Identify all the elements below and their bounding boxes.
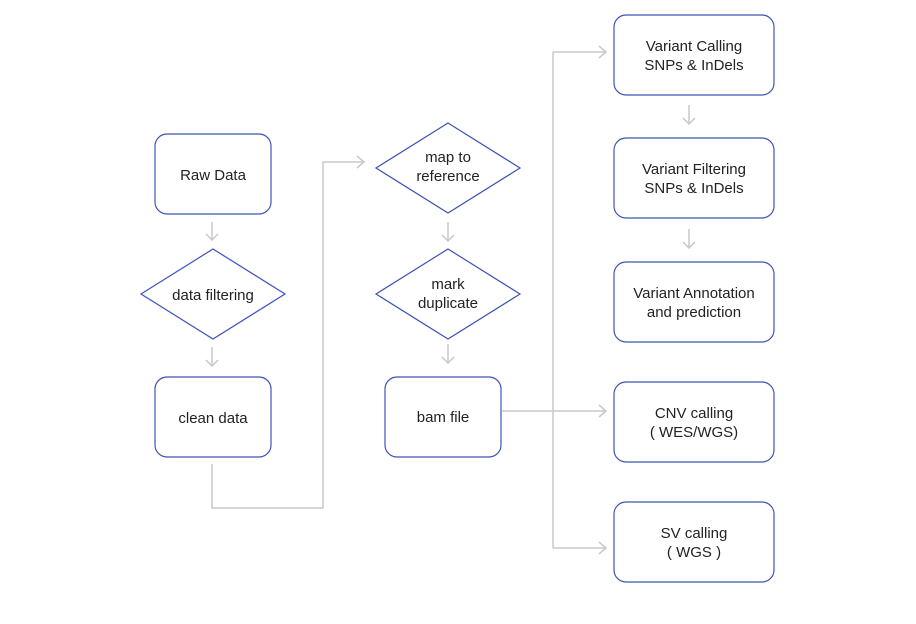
node-label: clean data (178, 410, 248, 427)
node-label: mark (431, 276, 465, 293)
arrowhead (205, 359, 219, 368)
node-label: Variant Calling (646, 38, 742, 55)
node-label: Variant Filtering (642, 161, 746, 178)
arrowhead (682, 241, 696, 250)
node-bam-file: bam file (384, 376, 502, 458)
node-label: reference (416, 168, 479, 185)
arrowhead (441, 234, 455, 243)
node-label: ( WGS ) (667, 544, 721, 561)
node-map-to-reference: map to reference (374, 122, 522, 214)
node-label: SNPs & InDels (644, 180, 743, 197)
arrowhead (598, 541, 608, 555)
node-label: duplicate (418, 295, 478, 312)
connector-clean-to-map (211, 161, 364, 509)
node-label: ( WES/WGS) (650, 424, 738, 441)
node-variant-calling: Variant Calling SNPs & InDels (613, 14, 775, 96)
arrowhead (441, 356, 455, 365)
arrowhead (682, 117, 696, 126)
node-label: CNV calling (655, 405, 733, 422)
node-raw-data: Raw Data (154, 133, 272, 215)
arrowhead (598, 404, 608, 418)
node-clean-data: clean data (154, 376, 272, 458)
node-sv-calling: SV calling ( WGS ) (613, 501, 775, 583)
node-variant-filtering: Variant Filtering SNPs & InDels (613, 137, 775, 219)
node-label: data filtering (172, 287, 254, 304)
node-label: SV calling (661, 525, 728, 542)
node-variant-annotation: Variant Annotation and prediction (613, 261, 775, 343)
node-label: SNPs & InDels (644, 57, 743, 74)
connectors (205, 45, 696, 555)
arrowhead (356, 155, 366, 169)
node-label: Raw Data (180, 167, 247, 184)
node-data-filtering: data filtering (139, 248, 287, 340)
arrowhead (598, 45, 608, 59)
node-label: bam file (417, 409, 470, 426)
node-mark-duplicate: mark duplicate (374, 248, 522, 340)
node-label: and prediction (647, 304, 741, 321)
node-label: Variant Annotation (633, 285, 754, 302)
node-cnv-calling: CNV calling ( WES/WGS) (613, 381, 775, 463)
arrowhead (205, 233, 219, 242)
node-label: map to (425, 149, 471, 166)
